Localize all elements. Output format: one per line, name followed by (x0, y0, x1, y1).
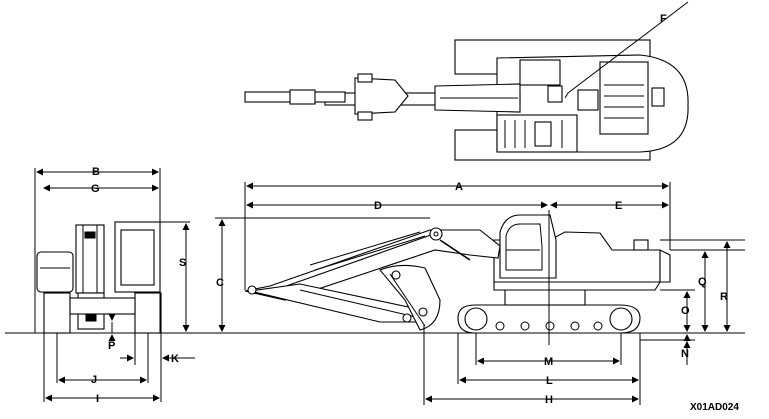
dim-label-r: R (720, 291, 728, 303)
dimension-d: D (246, 200, 548, 212)
dimension-a: A (244, 181, 671, 290)
dim-label-g: G (91, 183, 100, 195)
dim-label-l: L (546, 375, 553, 387)
dimension-b: B (34, 166, 161, 333)
dim-label-e: E (615, 200, 622, 212)
dim-label-k: K (171, 353, 179, 365)
dim-label-a: A (455, 181, 463, 193)
dimension-g: G (43, 183, 159, 195)
front-view (36, 221, 162, 334)
dim-label-s: S (179, 257, 186, 269)
dim-label-i: I (96, 393, 99, 405)
dimension-c: C (215, 217, 430, 332)
dimension-h: H (423, 325, 641, 406)
dimension-j: J (56, 333, 149, 386)
dim-label-b: B (92, 166, 100, 178)
dimension-e: E (550, 200, 669, 212)
dimension-o: O (660, 289, 695, 332)
dimension-i: I (43, 333, 162, 405)
dim-label-p: P (108, 340, 115, 352)
dim-label-o: O (681, 305, 690, 317)
dimension-k: K (120, 333, 195, 365)
dimension-p: P (108, 314, 116, 352)
dim-label-m: M (544, 356, 553, 368)
dimension-r: R (660, 239, 745, 332)
dimension-s: S (160, 221, 190, 332)
drawing-code: X01AD024 (690, 402, 739, 413)
dim-label-n: N (681, 348, 689, 360)
dim-label-c: C (216, 277, 224, 289)
side-view (244, 214, 671, 334)
dimension-n: N (640, 334, 695, 365)
dim-label-q: Q (698, 276, 707, 288)
dimension-m: M (475, 333, 622, 368)
dimension-f: F (564, 1, 689, 99)
dim-label-j: J (91, 374, 97, 386)
top-view (244, 39, 689, 161)
dim-label-h: H (545, 394, 553, 406)
dim-label-f: F (660, 13, 667, 25)
dimension-q: Q (670, 249, 745, 332)
dim-label-d: D (374, 200, 382, 212)
